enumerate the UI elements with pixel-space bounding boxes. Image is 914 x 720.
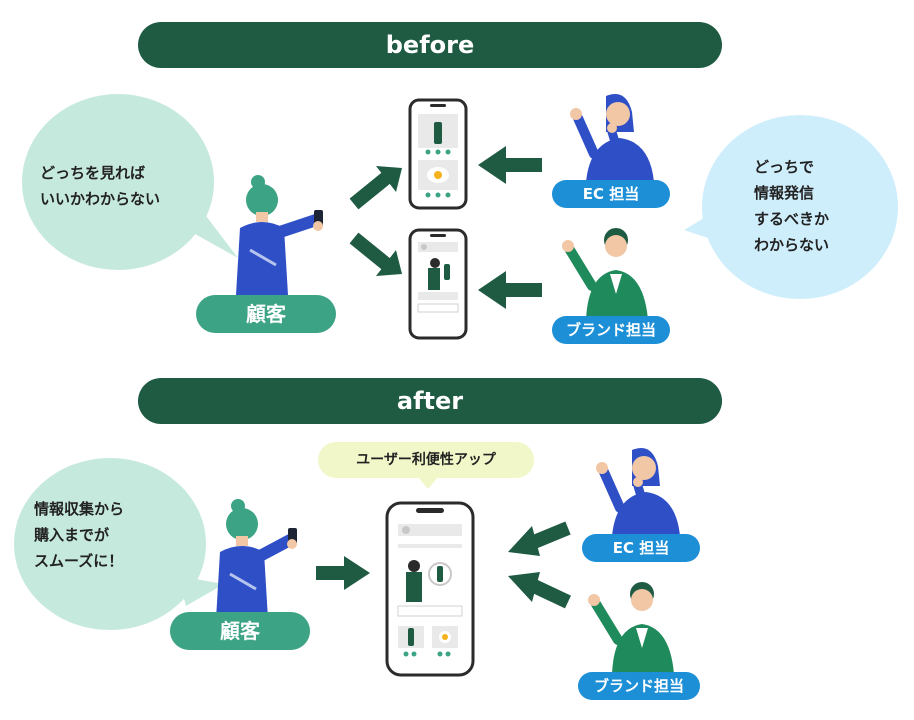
arrow-staff-to-phone bbox=[508, 521, 571, 609]
user-benefit-tag: ユーザー利便性アップ bbox=[318, 442, 534, 478]
unified-site-phone bbox=[385, 501, 475, 677]
before-banner: before bbox=[138, 22, 722, 68]
after-brand-staff-figure bbox=[588, 582, 674, 674]
staff-speech-bubble bbox=[684, 115, 898, 299]
customer-bubble-line-1: どっちを見れば bbox=[40, 164, 146, 182]
customer-label: 顧客 bbox=[196, 295, 336, 333]
after-customer-bubble-line-1: 情報収集から bbox=[34, 500, 125, 518]
after-ec-staff-label: EC 担当 bbox=[582, 534, 700, 562]
after-ec-staff-figure bbox=[596, 448, 680, 536]
arrow-staff-to-phones bbox=[478, 146, 542, 309]
brand-site-phone bbox=[408, 228, 468, 340]
after-customer-figure bbox=[216, 499, 297, 619]
staff-bubble-line-4: わからない bbox=[754, 236, 830, 254]
brand-staff-figure bbox=[562, 228, 648, 320]
arrow-customer-to-phones bbox=[349, 166, 402, 276]
brand-staff-label: ブランド担当 bbox=[552, 316, 670, 344]
staff-bubble-line-3: するべきか bbox=[754, 210, 830, 228]
staff-bubble-text: どっちで 情報発信 するべきか わからない bbox=[754, 154, 884, 258]
after-customer-bubble-line-3: スムーズに！ bbox=[34, 552, 124, 570]
ec-staff-label: EC 担当 bbox=[552, 180, 670, 208]
customer-speech-bubble bbox=[22, 94, 238, 270]
staff-bubble-line-1: どっちで bbox=[754, 158, 815, 176]
ec-site-phone bbox=[408, 98, 468, 210]
customer-bubble-text: どっちを見れば いいかわからない bbox=[40, 160, 220, 212]
after-brand-staff-label: ブランド担当 bbox=[578, 672, 700, 700]
after-customer-label: 顧客 bbox=[170, 612, 310, 650]
arrow-customer-to-phone bbox=[316, 556, 370, 590]
customer-figure bbox=[236, 175, 323, 295]
after-customer-speech-bubble bbox=[14, 458, 224, 630]
after-customer-bubble-text: 情報収集から 購入までが スムーズに！ bbox=[34, 496, 204, 574]
tag-pointer bbox=[418, 477, 438, 489]
after-banner: after bbox=[138, 378, 722, 424]
ec-staff-figure bbox=[570, 94, 654, 182]
staff-bubble-line-2: 情報発信 bbox=[754, 184, 815, 202]
after-customer-bubble-line-2: 購入までが bbox=[34, 526, 110, 544]
customer-bubble-line-2: いいかわからない bbox=[40, 190, 161, 208]
